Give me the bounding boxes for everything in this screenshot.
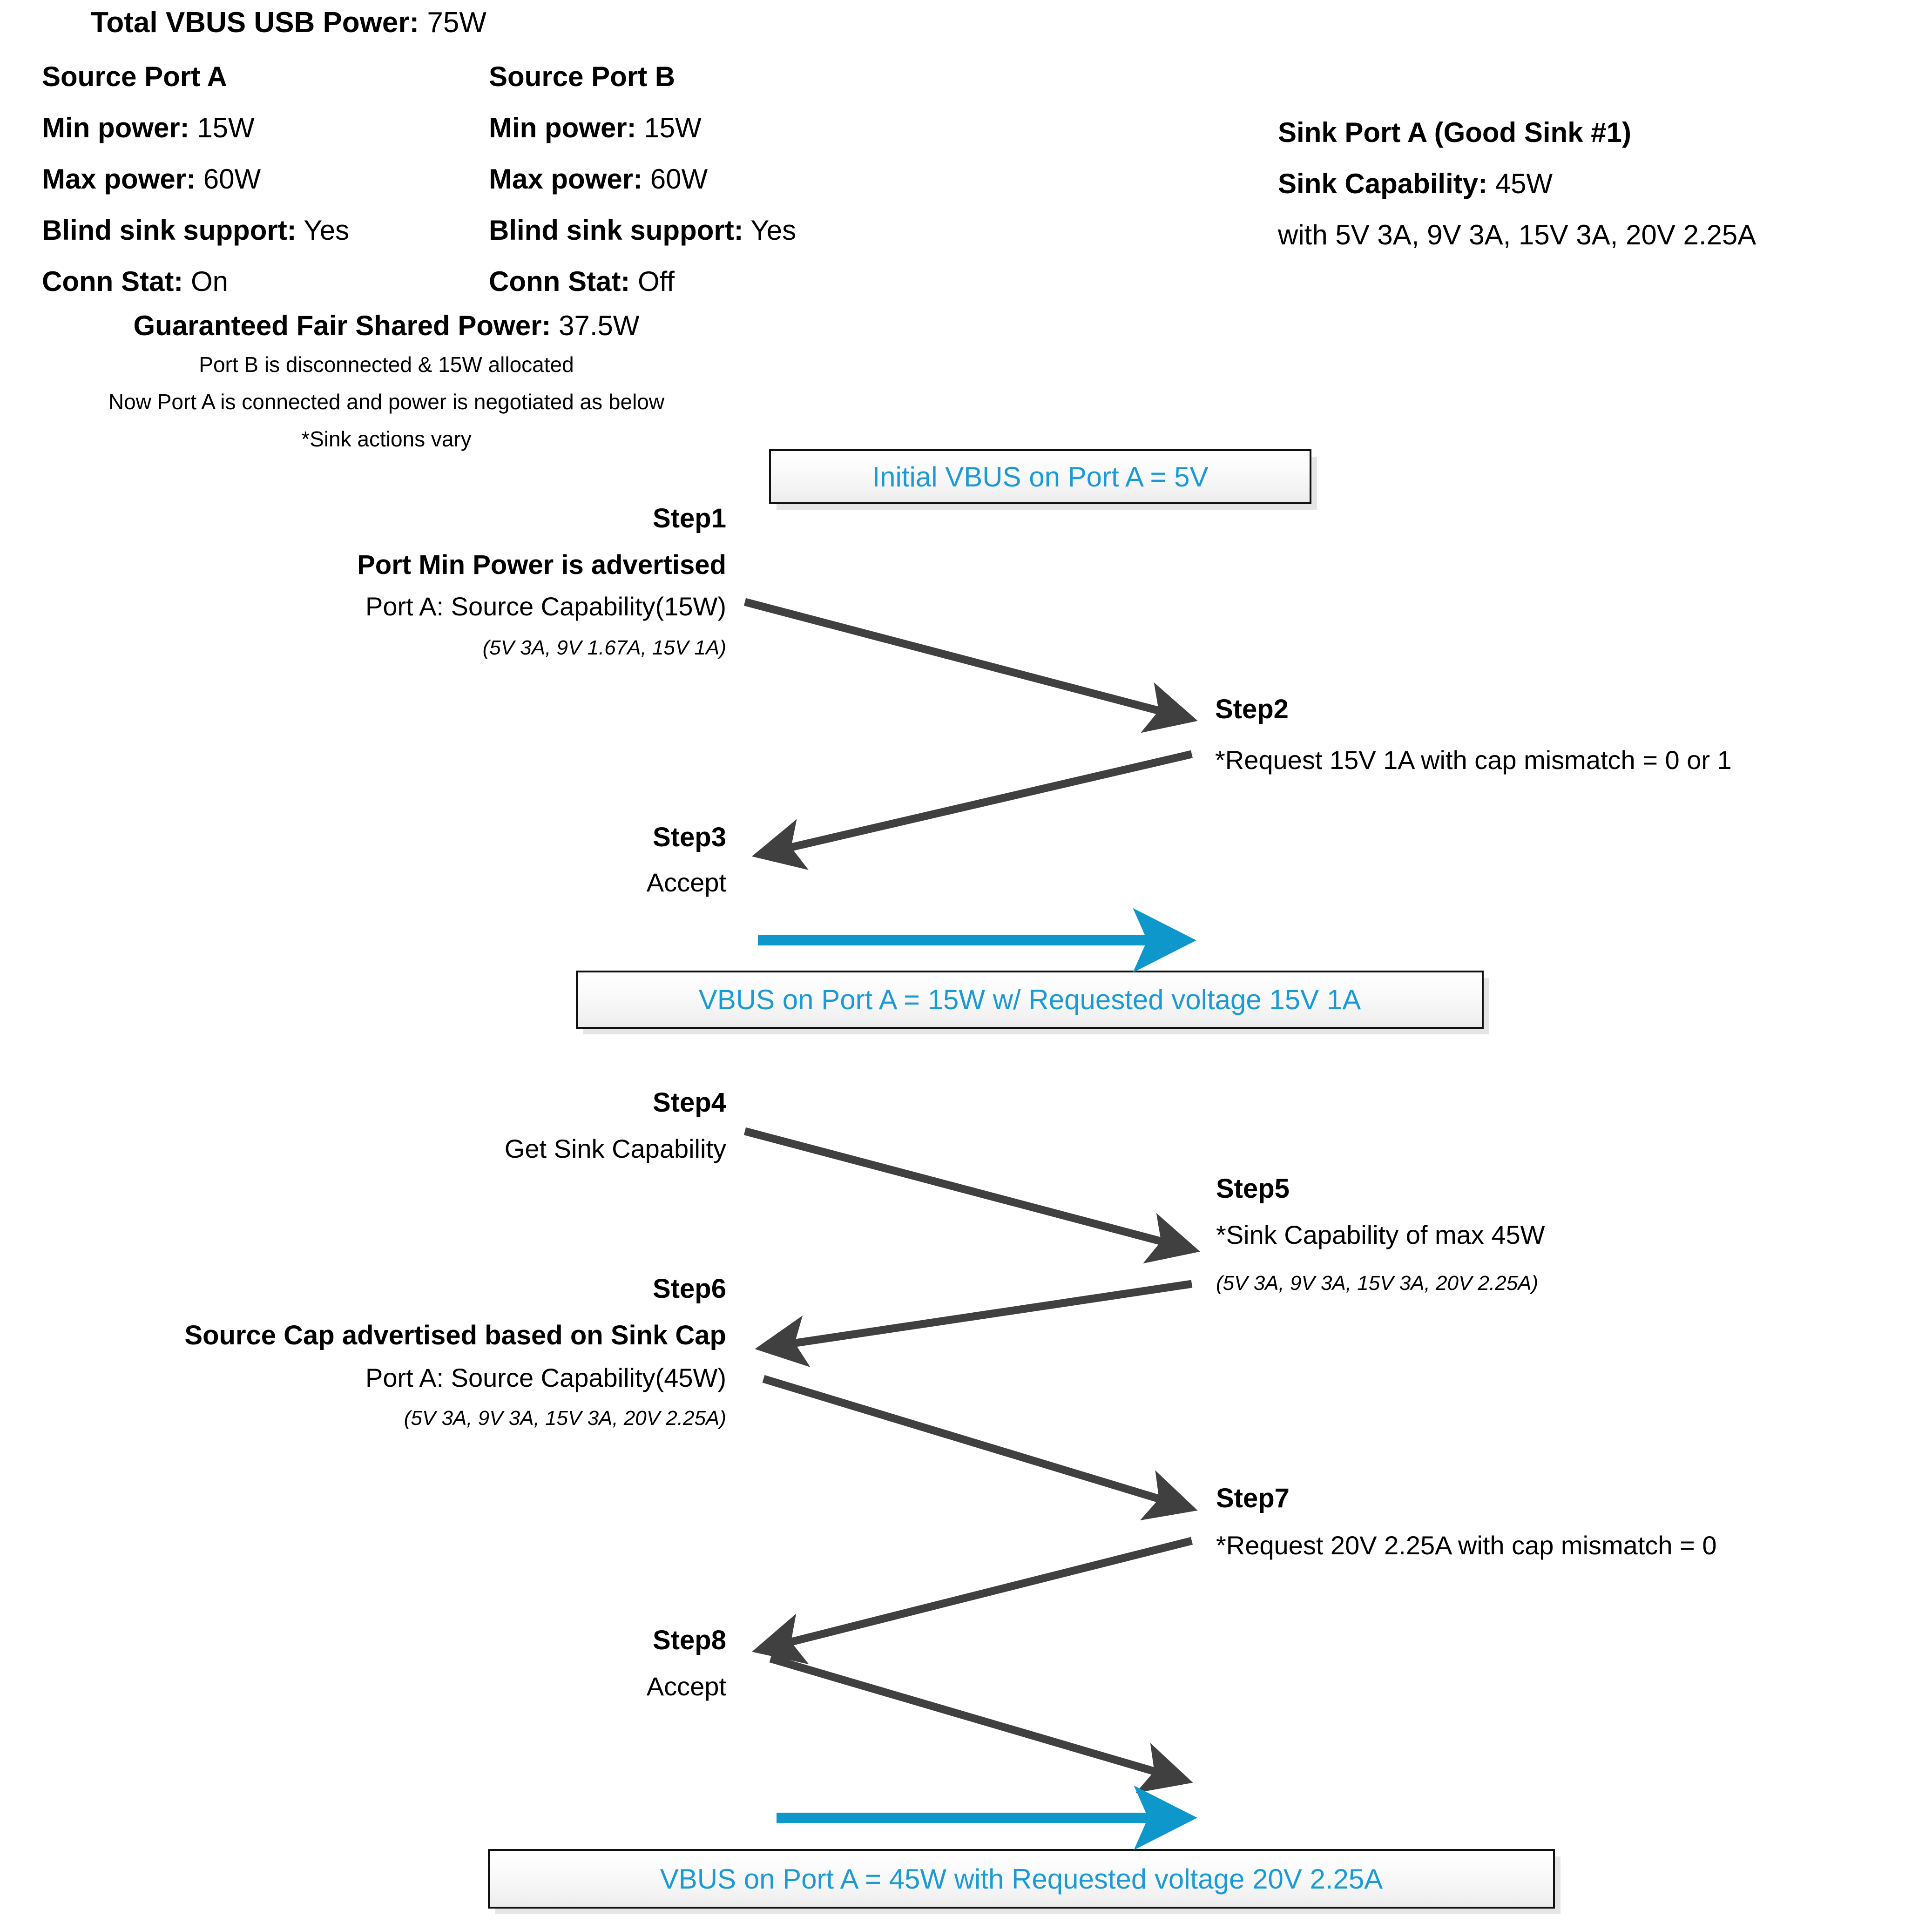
fair-shared-power-line: Guaranteed Fair Shared Power: 37.5W <box>133 312 639 340</box>
step5-detail: (5V 3A, 9V 3A, 15V 3A, 20V 2.25A) <box>1216 1272 1539 1295</box>
step4-label: Step4 <box>653 1087 726 1118</box>
arrow-step4-to-step5 <box>743 1127 1200 1264</box>
step6-line: Port A: Source Capability(45W) <box>365 1363 726 1392</box>
step6-detail: (5V 3A, 9V 3A, 15V 3A, 20V 2.25A) <box>404 1407 726 1430</box>
banner-initial-vbus-text: Initial VBUS on Port A = 5V <box>872 461 1209 493</box>
banner-final-vbus: VBUS on Port A = 45W with Requested volt… <box>488 1849 1555 1909</box>
step2-label: Step2 <box>1215 694 1289 724</box>
source-a-max-power: Max power: 60W <box>42 165 261 193</box>
source-a-min-value: 15W <box>197 112 255 143</box>
source-port-b-title: Source Port B <box>489 61 676 92</box>
arrow-step6-to-step7 <box>762 1375 1198 1520</box>
fair-shared-power-value: 37.5W <box>559 310 640 341</box>
banner-final-vbus-text: VBUS on Port A = 45W with Requested volt… <box>660 1863 1383 1895</box>
source-b-blind-sink: Blind sink support: Yes <box>489 216 796 244</box>
banner-mid-vbus-text: VBUS on Port A = 15W w/ Requested voltag… <box>698 984 1361 1015</box>
source-a-blind-sink: Blind sink support: Yes <box>42 216 349 244</box>
step1-label: Step1 <box>653 503 726 533</box>
total-power-line: Total VBUS USB Power: 75W <box>91 8 486 37</box>
source-a-conn-label: Conn Stat: <box>42 266 183 297</box>
step6-bold-line: Source Cap advertised based on Sink Cap <box>184 1320 726 1350</box>
source-b-max-value: 60W <box>650 163 708 195</box>
step6-label: Step6 <box>653 1274 726 1304</box>
step8-line: Accept <box>646 1672 726 1701</box>
note-sink-actions-vary: *Sink actions vary <box>301 427 472 451</box>
source-b-blind-value: Yes <box>750 215 797 246</box>
source-b-min-power: Min power: 15W <box>489 114 702 142</box>
source-b-max-power: Max power: 60W <box>489 165 708 193</box>
source-a-blind-value: Yes <box>304 215 350 246</box>
source-b-conn-label: Conn Stat: <box>489 266 630 297</box>
arrow-step8-to-vbus <box>769 1654 1193 1793</box>
sink-capability-detail: with 5V 3A, 9V 3A, 15V 3A, 20V 2.25A <box>1278 219 1756 250</box>
source-b-min-label: Min power: <box>489 112 636 143</box>
fair-shared-power-label: Guaranteed Fair Shared Power: <box>133 310 551 341</box>
arrow-step1-to-step2 <box>743 598 1198 733</box>
source-a-conn-value: On <box>190 266 228 297</box>
source-b-conn-stat: Conn Stat: Off <box>489 268 675 296</box>
arrow-step5-to-step6 <box>755 1280 1193 1367</box>
source-a-min-power: Min power: 15W <box>42 114 255 142</box>
source-b-min-value: 15W <box>644 112 702 143</box>
step7-line: *Request 20V 2.25A with cap mismatch = 0 <box>1216 1531 1717 1560</box>
source-a-blind-label: Blind sink support: <box>42 215 297 246</box>
source-a-max-value: 60W <box>203 163 261 195</box>
sink-capability-line: Sink Capability: 45W <box>1278 170 1553 198</box>
total-power-value: 75W <box>427 7 486 39</box>
banner-mid-vbus: VBUS on Port A = 15W w/ Requested voltag… <box>576 971 1484 1029</box>
source-a-min-label: Min power: <box>42 112 189 143</box>
source-a-max-label: Max power: <box>42 163 196 195</box>
source-b-max-label: Max power: <box>489 163 643 195</box>
sink-port-a-title: Sink Port A (Good Sink #1) <box>1278 117 1631 148</box>
step5-line: *Sink Capability of max 45W <box>1216 1220 1545 1249</box>
total-power-label: Total VBUS USB Power: <box>91 7 419 39</box>
source-port-a-title: Source Port A <box>42 61 227 92</box>
step5-label: Step5 <box>1216 1174 1290 1204</box>
step2-line: *Request 15V 1A with cap mismatch = 0 or… <box>1215 745 1732 775</box>
step3-label: Step3 <box>653 822 726 852</box>
step4-line: Get Sink Capability <box>504 1134 726 1163</box>
arrow-step7-to-step8 <box>752 1537 1193 1665</box>
arrow-step2-to-step3 <box>751 750 1193 870</box>
source-a-conn-stat: Conn Stat: On <box>42 268 228 296</box>
step1-line: Port A: Source Capability(15W) <box>365 592 726 621</box>
source-b-blind-label: Blind sink support: <box>489 215 743 246</box>
sink-capability-value: 45W <box>1495 168 1553 199</box>
source-b-conn-value: Off <box>637 266 675 297</box>
note-port-a-connected: Now Port A is connected and power is neg… <box>108 390 665 414</box>
step8-label: Step8 <box>653 1625 726 1655</box>
step1-detail: (5V 3A, 9V 1.67A, 15V 1A) <box>482 636 726 659</box>
sink-capability-label: Sink Capability: <box>1278 168 1488 199</box>
step3-line: Accept <box>646 868 726 897</box>
step7-label: Step7 <box>1216 1483 1290 1513</box>
banner-initial-vbus: Initial VBUS on Port A = 5V <box>769 449 1311 504</box>
step1-bold-line: Port Min Power is advertised <box>357 550 726 580</box>
note-port-b-disconnected: Port B is disconnected & 15W allocated <box>199 352 574 377</box>
